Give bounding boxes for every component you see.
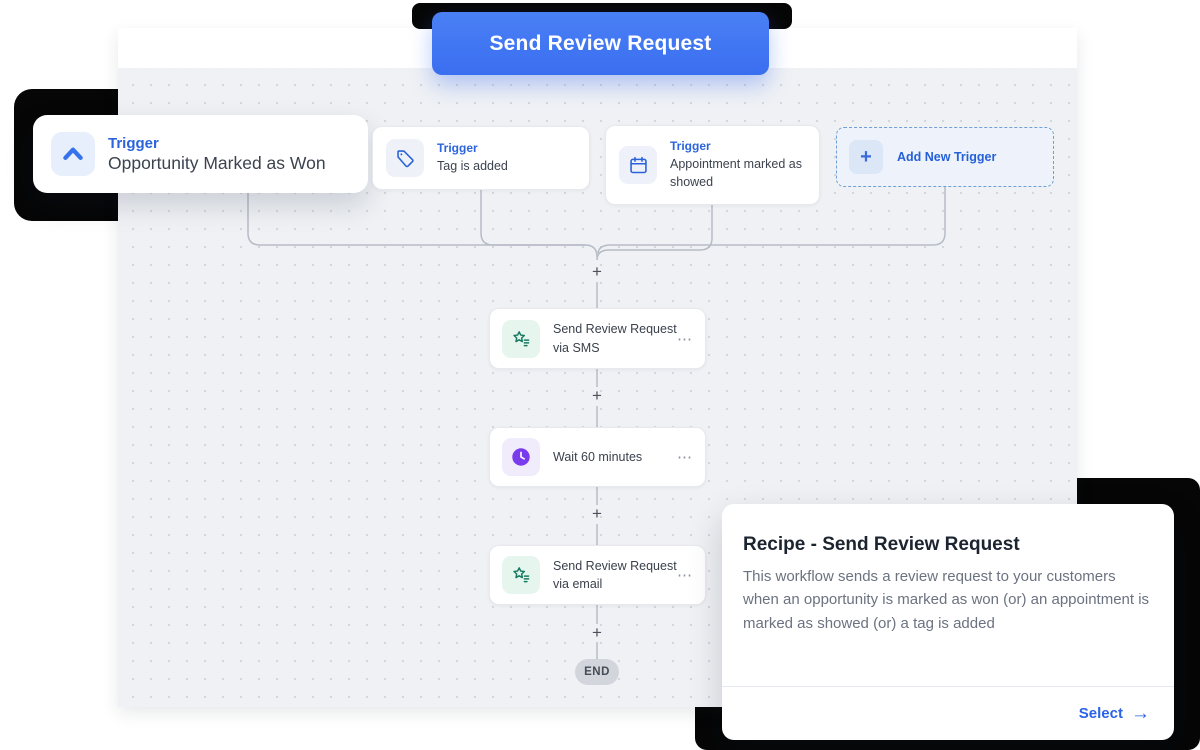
trigger-title: Opportunity Marked as Won (108, 152, 326, 173)
trigger-label: Trigger (437, 140, 478, 155)
add-step-button[interactable]: + (592, 386, 602, 405)
node-title: Wait 60 minutes (553, 449, 643, 464)
node-title: Send Review Request via SMS (553, 322, 677, 355)
calendar-icon (619, 146, 657, 184)
add-step-button[interactable]: + (592, 262, 602, 281)
arrow-right-icon: → (1131, 703, 1150, 724)
add-step-button[interactable]: + (592, 623, 602, 642)
trigger-label: Trigger (108, 134, 159, 152)
trigger-card-opportunity-won[interactable]: Trigger Opportunity Marked as Won (33, 115, 368, 193)
review-star-icon (502, 556, 540, 594)
trigger-title: Tag is added (437, 158, 508, 173)
add-new-trigger-button[interactable]: + Add New Trigger (836, 127, 1054, 187)
add-new-trigger-label: Add New Trigger (897, 150, 997, 164)
node-send-review-email[interactable]: Send Review Request via email ⋯ (489, 545, 706, 605)
tag-icon (386, 139, 424, 177)
trigger-card-tag-added[interactable]: Trigger Tag is added (372, 126, 590, 190)
node-menu-button[interactable]: ⋯ (677, 330, 693, 348)
node-menu-button[interactable]: ⋯ (677, 567, 693, 584)
trigger-title: Appointment marked as showed (670, 156, 803, 189)
clock-icon (502, 438, 540, 476)
add-step-button[interactable]: + (592, 504, 602, 523)
chevron-up-icon (51, 132, 95, 176)
recipe-footer: Select → (722, 686, 1174, 740)
node-menu-button[interactable]: ⋯ (677, 449, 693, 466)
trigger-label: Trigger (670, 138, 711, 153)
select-label: Select (1078, 705, 1123, 722)
node-wait-60-minutes[interactable]: Wait 60 minutes ⋯ (489, 427, 706, 487)
review-star-icon (502, 319, 540, 358)
recipe-description: This workflow sends a review request to … (743, 568, 1150, 632)
end-badge: END (575, 659, 619, 685)
node-send-review-sms[interactable]: Send Review Request via SMS ⋯ (489, 308, 706, 369)
send-review-request-button[interactable]: Send Review Request (432, 12, 769, 75)
plus-icon: + (849, 140, 883, 174)
trigger-card-appointment-showed[interactable]: Trigger Appointment marked as showed (605, 125, 820, 205)
recipe-card: Recipe - Send Review Request This workfl… (722, 504, 1174, 740)
select-recipe-button[interactable]: Select → (1079, 704, 1150, 723)
recipe-title: Recipe - Send Review Request (743, 534, 1020, 555)
node-title: Send Review Request via email (553, 558, 677, 591)
